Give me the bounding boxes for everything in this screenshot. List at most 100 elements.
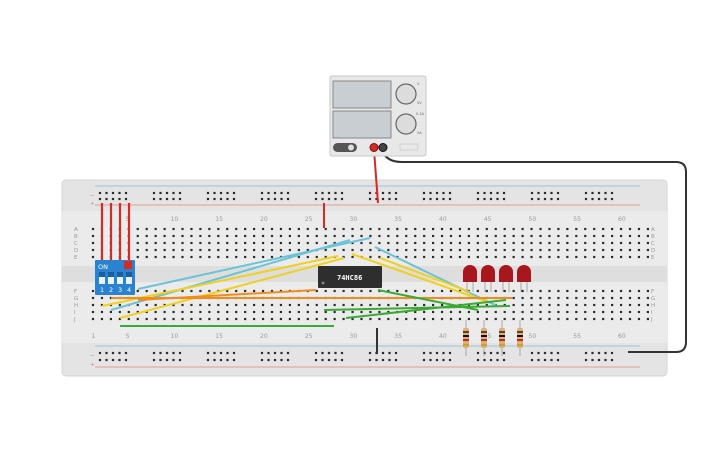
breadboard-hole[interactable]: [154, 310, 157, 314]
breadboard-hole[interactable]: [244, 310, 247, 314]
breadboard-hole[interactable]: [423, 248, 426, 252]
rail-hole[interactable]: [206, 351, 210, 355]
breadboard-hole[interactable]: [414, 289, 417, 293]
breadboard-hole[interactable]: [261, 255, 265, 259]
breadboard-hole[interactable]: [602, 248, 605, 252]
breadboard-hole[interactable]: [235, 227, 238, 231]
breadboard-hole[interactable]: [181, 310, 184, 314]
breadboard-hole[interactable]: [288, 241, 291, 245]
rail-hole[interactable]: [118, 351, 121, 355]
breadboard-hole[interactable]: [476, 248, 479, 252]
breadboard-hole[interactable]: [602, 289, 605, 293]
breadboard-hole[interactable]: [315, 303, 318, 307]
breadboard-hole[interactable]: [503, 289, 506, 293]
breadboard-hole[interactable]: [351, 303, 354, 307]
breadboard-hole[interactable]: [494, 241, 497, 245]
breadboard-hole[interactable]: [288, 303, 291, 307]
breadboard-hole[interactable]: [378, 234, 381, 238]
breadboard-hole[interactable]: [136, 317, 139, 321]
rail-hole[interactable]: [368, 191, 372, 195]
rail-hole[interactable]: [537, 197, 540, 201]
rail-hole[interactable]: [178, 197, 182, 201]
breadboard-hole[interactable]: [253, 255, 256, 259]
breadboard-hole[interactable]: [414, 310, 417, 314]
breadboard-hole[interactable]: [369, 248, 372, 252]
rail-hole[interactable]: [172, 197, 175, 201]
breadboard-hole[interactable]: [261, 317, 265, 321]
rail-hole[interactable]: [124, 351, 128, 355]
rail-hole[interactable]: [591, 191, 594, 195]
breadboard-hole[interactable]: [539, 296, 542, 300]
breadboard-hole[interactable]: [154, 241, 157, 245]
rail-hole[interactable]: [489, 351, 493, 355]
breadboard-hole[interactable]: [557, 241, 560, 245]
rail-hole[interactable]: [610, 197, 614, 201]
breadboard-hole[interactable]: [602, 310, 605, 314]
breadboard-hole[interactable]: [521, 310, 524, 314]
breadboard-hole[interactable]: [351, 241, 354, 245]
breadboard-hole[interactable]: [494, 248, 497, 252]
breadboard-hole[interactable]: [235, 255, 238, 259]
rail-hole[interactable]: [232, 358, 236, 362]
rail-hole[interactable]: [591, 197, 594, 201]
voltage-knob[interactable]: [395, 83, 417, 105]
breadboard-hole[interactable]: [145, 255, 148, 259]
breadboard-hole[interactable]: [584, 255, 587, 259]
breadboard-hole[interactable]: [458, 227, 462, 231]
breadboard-hole[interactable]: [423, 227, 426, 231]
breadboard-hole[interactable]: [449, 234, 453, 238]
led-4[interactable]: [517, 265, 531, 292]
breadboard-hole[interactable]: [306, 227, 309, 231]
breadboard-hole[interactable]: [521, 303, 524, 307]
breadboard-hole[interactable]: [306, 255, 309, 259]
rail-hole[interactable]: [118, 197, 121, 201]
breadboard-hole[interactable]: [485, 255, 488, 259]
rail-hole[interactable]: [483, 197, 486, 201]
breadboard-hole[interactable]: [646, 248, 649, 252]
breadboard-hole[interactable]: [235, 310, 238, 314]
breadboard-hole[interactable]: [208, 255, 211, 259]
rail-hole[interactable]: [429, 197, 432, 201]
breadboard-hole[interactable]: [423, 255, 426, 259]
breadboard-hole[interactable]: [449, 317, 453, 321]
breadboard-hole[interactable]: [351, 234, 354, 238]
breadboard-hole[interactable]: [315, 310, 318, 314]
rail-hole[interactable]: [334, 351, 337, 355]
rail-hole[interactable]: [381, 197, 385, 201]
breadboard-hole[interactable]: [235, 248, 238, 252]
rail-hole[interactable]: [448, 358, 452, 362]
breadboard-hole[interactable]: [637, 289, 641, 293]
breadboard-hole[interactable]: [208, 248, 211, 252]
breadboard-hole[interactable]: [440, 255, 444, 259]
rail-hole[interactable]: [213, 351, 216, 355]
breadboard-hole[interactable]: [593, 310, 596, 314]
breadboard-hole[interactable]: [512, 296, 515, 300]
rail-hole[interactable]: [496, 197, 499, 201]
breadboard-hole[interactable]: [566, 317, 569, 321]
breadboard-hole[interactable]: [136, 289, 139, 293]
breadboard-hole[interactable]: [521, 248, 524, 252]
rail-hole[interactable]: [98, 351, 102, 355]
breadboard-hole[interactable]: [521, 296, 524, 300]
breadboard-hole[interactable]: [432, 234, 435, 238]
rail-hole[interactable]: [584, 358, 588, 362]
breadboard-hole[interactable]: [217, 303, 220, 307]
rail-hole[interactable]: [314, 197, 318, 201]
breadboard-hole[interactable]: [163, 303, 166, 307]
rail-hole[interactable]: [321, 351, 324, 355]
breadboard-hole[interactable]: [118, 317, 121, 321]
breadboard-hole[interactable]: [109, 317, 112, 321]
breadboard-hole[interactable]: [217, 227, 220, 231]
breadboard-hole[interactable]: [127, 310, 130, 314]
breadboard-hole[interactable]: [163, 310, 166, 314]
breadboard-hole[interactable]: [637, 303, 641, 307]
breadboard-hole[interactable]: [297, 227, 300, 231]
breadboard-hole[interactable]: [414, 227, 417, 231]
breadboard-hole[interactable]: [136, 303, 139, 307]
breadboard-hole[interactable]: [181, 303, 184, 307]
breadboard-hole[interactable]: [628, 303, 632, 307]
breadboard-hole[interactable]: [548, 296, 551, 300]
breadboard-hole[interactable]: [440, 310, 444, 314]
rail-hole[interactable]: [327, 191, 331, 195]
breadboard-hole[interactable]: [190, 255, 193, 259]
